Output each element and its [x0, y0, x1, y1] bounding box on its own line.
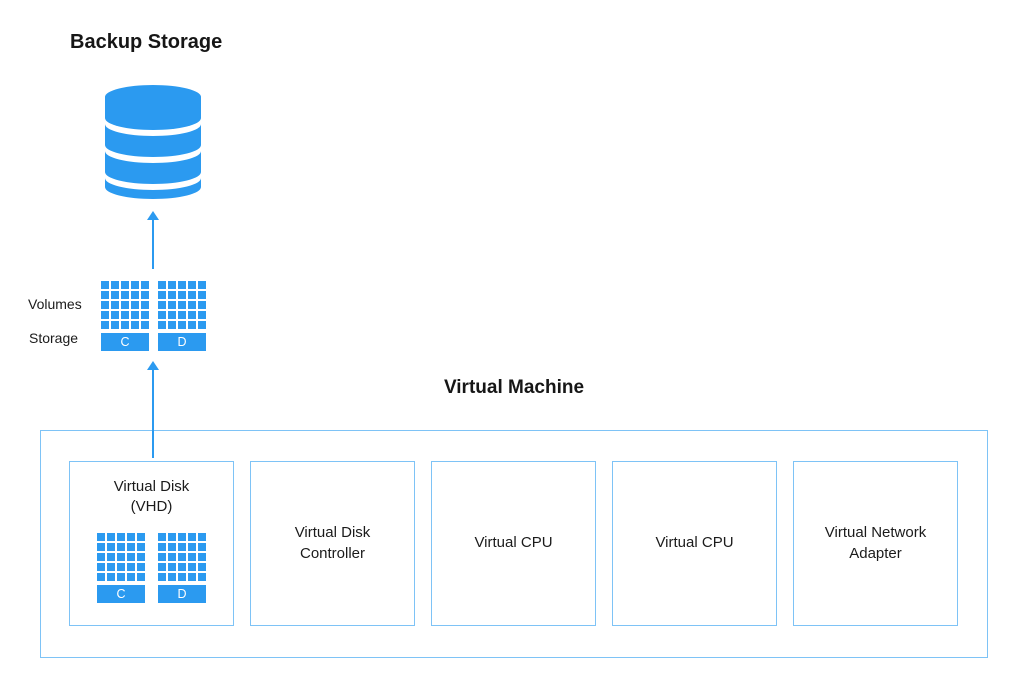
disk-letter: C	[97, 584, 145, 603]
arrow-line	[152, 220, 154, 269]
vhd-volume-c: C	[97, 532, 145, 603]
component-label: Virtual CPU	[655, 534, 734, 552]
disk-letter: C	[101, 333, 149, 351]
storage-volume-c: C	[101, 281, 149, 351]
volumes-label: Volumes	[28, 296, 82, 312]
arrow-head-icon	[147, 211, 159, 220]
disk-grid-icon	[158, 532, 206, 581]
component-box-virtual-disk-controller: Virtual Disk Controller	[250, 461, 415, 626]
disk-grid-icon	[101, 281, 149, 329]
virtual-machine-title: Virtual Machine	[443, 377, 585, 398]
disk-letter: D	[158, 333, 206, 351]
arrow-up-icon	[146, 361, 160, 458]
component-label: Virtual Disk Controller	[294, 524, 371, 562]
component-label: Virtual CPU	[474, 534, 553, 552]
component-box-virtual-network-adapter: Virtual Network Adapter	[793, 461, 958, 626]
database-icon	[103, 83, 203, 201]
arrow-line	[152, 370, 154, 458]
virtual-machine-container: Virtual Disk (VHD) C D Virtual Disk Cont…	[40, 430, 988, 658]
backup-storage-title: Backup Storage	[70, 31, 223, 53]
arrow-up-icon	[146, 211, 160, 269]
vhd-volume-d: D	[158, 532, 206, 603]
component-box-virtual-cpu-2: Virtual CPU	[612, 461, 777, 626]
disk-letter: D	[158, 584, 206, 603]
component-label: Virtual Network Adapter	[824, 524, 927, 562]
vhd-disks-row: C D	[97, 532, 206, 603]
disk-grid-icon	[158, 281, 206, 329]
storage-volume-d: D	[158, 281, 206, 351]
component-label: Virtual Disk (VHD)	[113, 478, 190, 516]
component-box-virtual-disk-vhd: Virtual Disk (VHD) C D	[69, 461, 234, 626]
disk-grid-icon	[97, 532, 145, 581]
arrow-head-icon	[147, 361, 159, 370]
storage-label: Storage	[29, 330, 79, 346]
component-box-virtual-cpu-1: Virtual CPU	[431, 461, 596, 626]
